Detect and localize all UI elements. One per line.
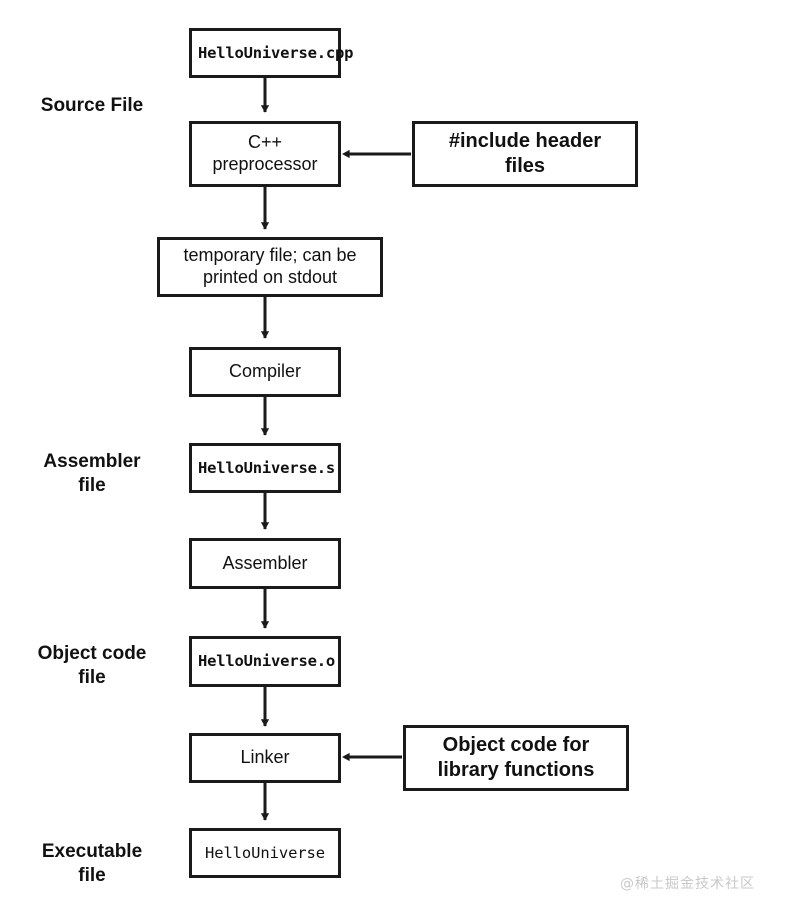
node-hello-universe-o-label: HelloUniverse.o: [198, 652, 335, 671]
row-label-object-code-file: Object code file: [12, 642, 172, 690]
node-include-header-files[interactable]: #include header files: [412, 121, 638, 187]
node-hello-universe-cpp-label: HelloUniverse.cpp: [198, 43, 354, 62]
node-object-code-library-line1: Object code for: [442, 734, 590, 756]
node-compiler-label: Compiler: [228, 361, 302, 382]
node-hello-universe-o[interactable]: HelloUniverse.o: [189, 636, 341, 687]
node-hello-universe-s-label: HelloUniverse.s: [198, 458, 335, 477]
node-hello-universe-cpp[interactable]: HelloUniverse.cpp: [189, 28, 354, 78]
row-label-assembler-file-line1: Assembler: [43, 451, 141, 472]
row-label-executable-file-line1: Executable: [41, 841, 143, 862]
node-cpp-preprocessor[interactable]: C++ preprocessor: [189, 121, 341, 187]
row-label-assembler-file: Assembler file: [12, 450, 172, 498]
node-linker-label: Linker: [240, 747, 290, 768]
row-label-executable-file-line2: file: [78, 864, 106, 886]
node-hello-universe[interactable]: HelloUniverse: [189, 828, 341, 878]
node-temporary-file-line2: printed on stdout: [202, 267, 338, 287]
node-include-header-files-label: #include header files: [415, 129, 635, 179]
node-object-code-library-line2: library functions: [437, 759, 595, 781]
node-compiler[interactable]: Compiler: [189, 347, 341, 397]
row-label-executable-file: Executable file: [12, 840, 172, 888]
node-temporary-file[interactable]: temporary file; can be printed on stdout: [157, 237, 383, 297]
node-cpp-preprocessor-line2: preprocessor: [212, 154, 318, 174]
watermark: @稀土掘金技术社区: [620, 876, 755, 892]
row-label-source-file-line1: Source File: [40, 95, 144, 116]
node-hello-universe-label: HelloUniverse: [204, 843, 325, 862]
node-hello-universe-s[interactable]: HelloUniverse.s: [189, 443, 341, 493]
node-include-header-files-line2: files: [504, 155, 546, 177]
node-temporary-file-line1: temporary file; can be: [183, 245, 357, 266]
row-label-object-code-file-line2: file: [78, 666, 106, 688]
node-cpp-preprocessor-line1: C++: [247, 132, 283, 153]
row-label-object-code-file-line1: Object code: [37, 643, 147, 664]
row-label-assembler-file-line2: file: [78, 474, 106, 496]
node-assembler-label: Assembler: [222, 552, 308, 573]
node-include-header-files-line1: #include header: [448, 130, 602, 152]
row-label-source-file: Source File: [12, 94, 172, 118]
node-temporary-file-label: temporary file; can be printed on stdout: [160, 245, 380, 289]
node-object-code-library[interactable]: Object code for library functions: [403, 725, 629, 791]
node-linker[interactable]: Linker: [189, 733, 341, 783]
node-cpp-preprocessor-label: C++ preprocessor: [192, 132, 338, 176]
node-object-code-library-label: Object code for library functions: [406, 733, 626, 783]
node-assembler[interactable]: Assembler: [189, 538, 341, 589]
